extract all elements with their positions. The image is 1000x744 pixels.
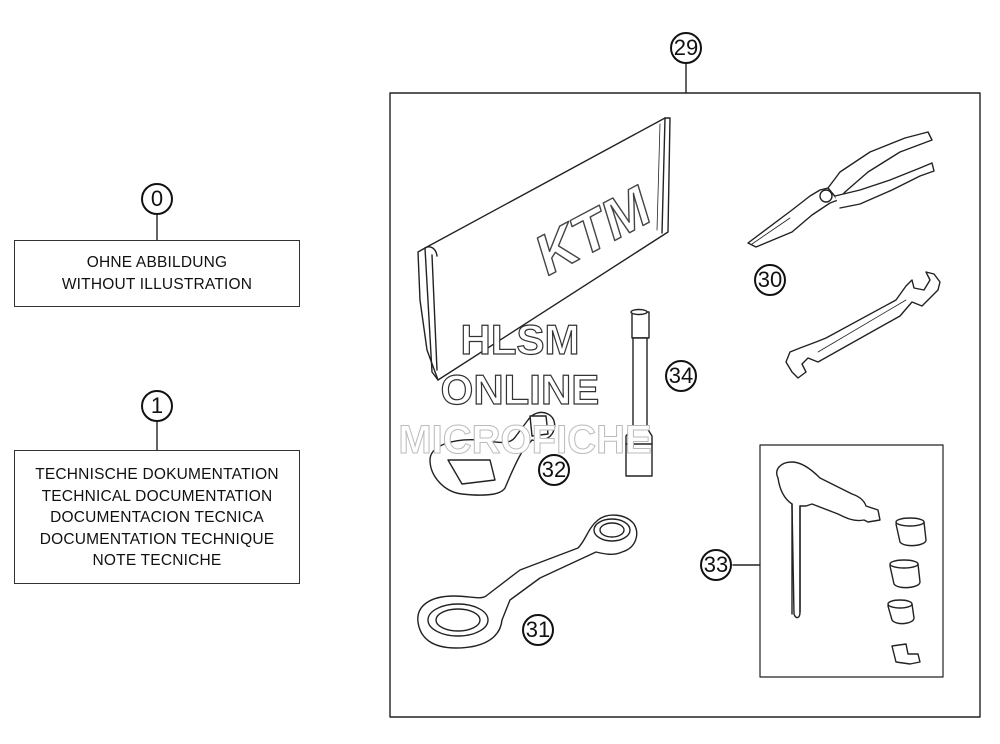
callout-34: 34	[665, 360, 697, 392]
torx-set-frame	[759, 444, 944, 678]
technical-documentation-box: TECHNISCHE DOKUMENTATION TECHNICAL DOCUM…	[14, 450, 300, 584]
box1-line3: DOCUMENTACION TECNICA	[50, 509, 264, 526]
box0-line1: OHNE ABBILDUNG	[86, 254, 228, 271]
extension-bar-drawing	[625, 308, 653, 477]
torx-handle-drawing	[776, 461, 881, 619]
without-illustration-box: OHNE ABBILDUNG WITHOUT ILLUSTRATION	[14, 240, 300, 307]
callout-1: 1	[141, 390, 173, 422]
box1-line4: DOCUMENTATION TECHNIQUE	[39, 530, 275, 548]
bits-drawing	[887, 517, 927, 665]
callout-32: 32	[538, 454, 570, 486]
callout-29: 29	[670, 32, 702, 64]
open-end-wrench-drawing	[785, 271, 941, 379]
tool-kit-frame	[389, 92, 981, 718]
box1-line2: TECHNICAL DOCUMENTATION	[41, 487, 273, 505]
large-ring-spanner-drawing	[417, 514, 638, 649]
callout-31: 31	[522, 614, 554, 646]
box0-line2: WITHOUT ILLUSTRATION	[61, 275, 253, 293]
tool-pouch-drawing: KTM	[417, 117, 671, 381]
pliers-drawing	[747, 131, 935, 248]
small-ring-spanner-drawing	[429, 411, 556, 496]
callout-33: 33	[700, 549, 732, 581]
callout-0: 0	[141, 183, 173, 215]
box1-line5: NOTE TECNICHE	[92, 552, 222, 569]
box1-line1: TECHNISCHE DOKUMENTATION	[35, 466, 279, 483]
callout-30: 30	[754, 264, 786, 296]
